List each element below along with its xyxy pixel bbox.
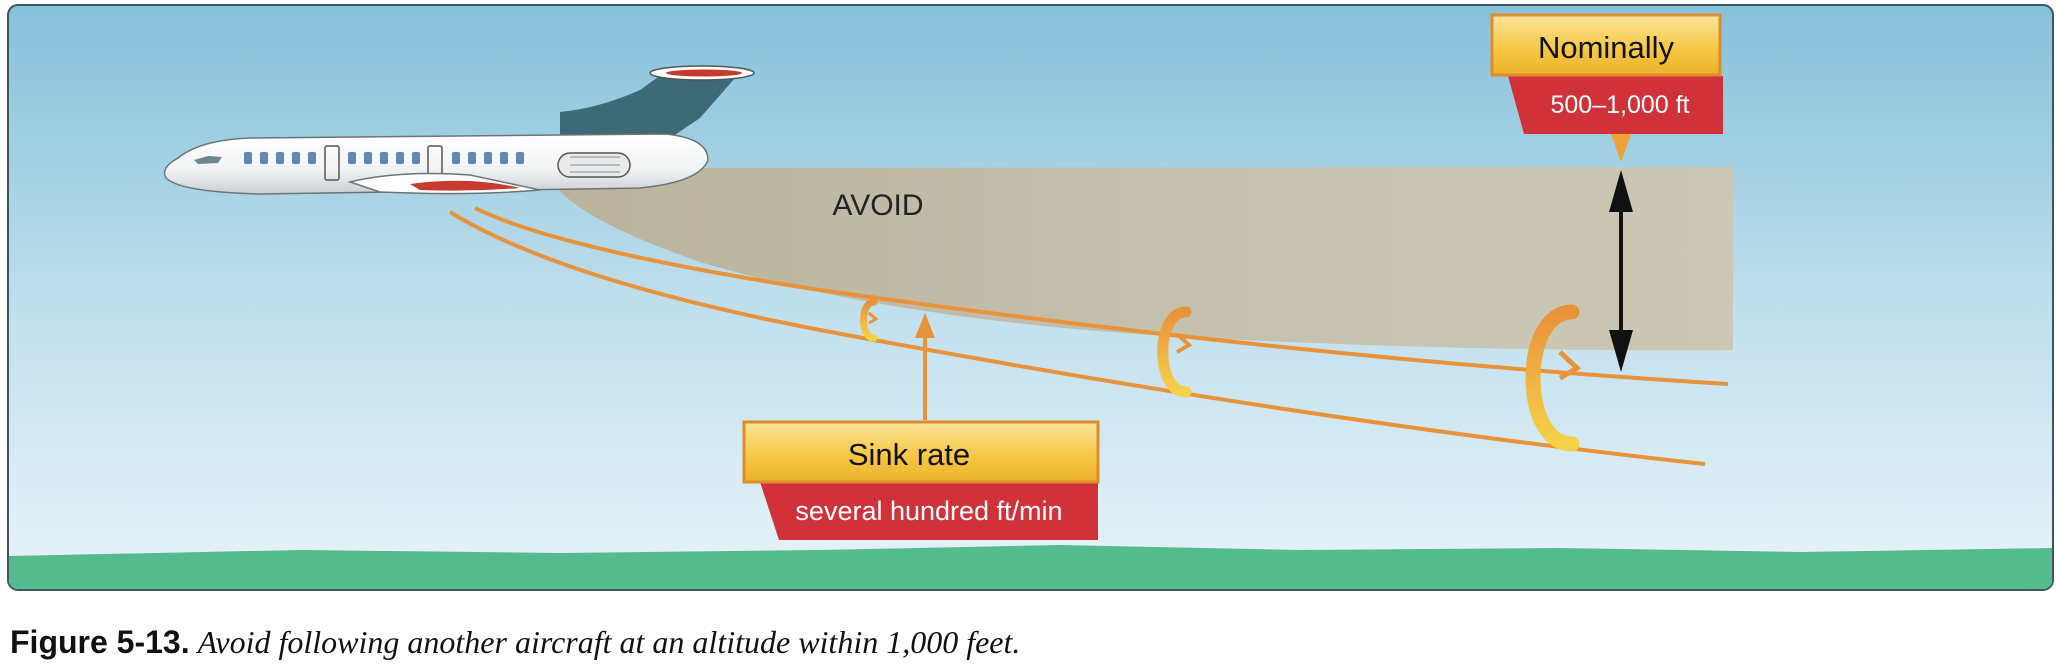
engine xyxy=(557,152,631,178)
avoid-label: AVOID xyxy=(832,189,923,222)
sink-value-box xyxy=(760,482,1098,540)
height-value-box xyxy=(1508,76,1723,134)
wake-trail-lower xyxy=(448,210,1706,466)
height-callout: Nominally 500–1,000 ft xyxy=(1490,13,1723,162)
height-double-arrow xyxy=(1609,170,1633,372)
sink-callout-title: Sink rate xyxy=(848,437,970,472)
vortex-small xyxy=(860,298,879,342)
cabin-windows xyxy=(244,152,524,164)
vortex-medium xyxy=(1157,306,1193,398)
avoid-zone xyxy=(555,167,1733,351)
height-callout-pointer xyxy=(1610,132,1632,162)
wake-turbulence-diagram: AVOID xyxy=(7,4,2054,591)
height-title-box xyxy=(1490,13,1722,77)
cockpit-windows xyxy=(194,156,222,164)
cabin-door-front xyxy=(324,145,340,181)
sink-title-box xyxy=(742,420,1100,484)
wake-trail-upper xyxy=(474,206,1729,386)
figure-number: Figure 5-13. xyxy=(10,624,190,660)
vortex-large xyxy=(1525,304,1582,452)
sink-callout: Sink rate several hundred ft/min xyxy=(742,420,1100,540)
airplane xyxy=(163,65,755,195)
ground xyxy=(9,545,2052,589)
height-callout-title: Nominally xyxy=(1538,30,1675,65)
fuselage xyxy=(163,133,709,195)
figure-caption-text: Avoid following another aircraft at an a… xyxy=(197,624,1021,660)
tail-fin xyxy=(560,72,735,145)
height-callout-value: 500–1,000 ft xyxy=(1550,91,1689,119)
sink-rate-arrow xyxy=(915,313,935,420)
figure-caption: Figure 5-13. Avoid following another air… xyxy=(10,622,2050,662)
sink-callout-value: several hundred ft/min xyxy=(795,496,1062,526)
